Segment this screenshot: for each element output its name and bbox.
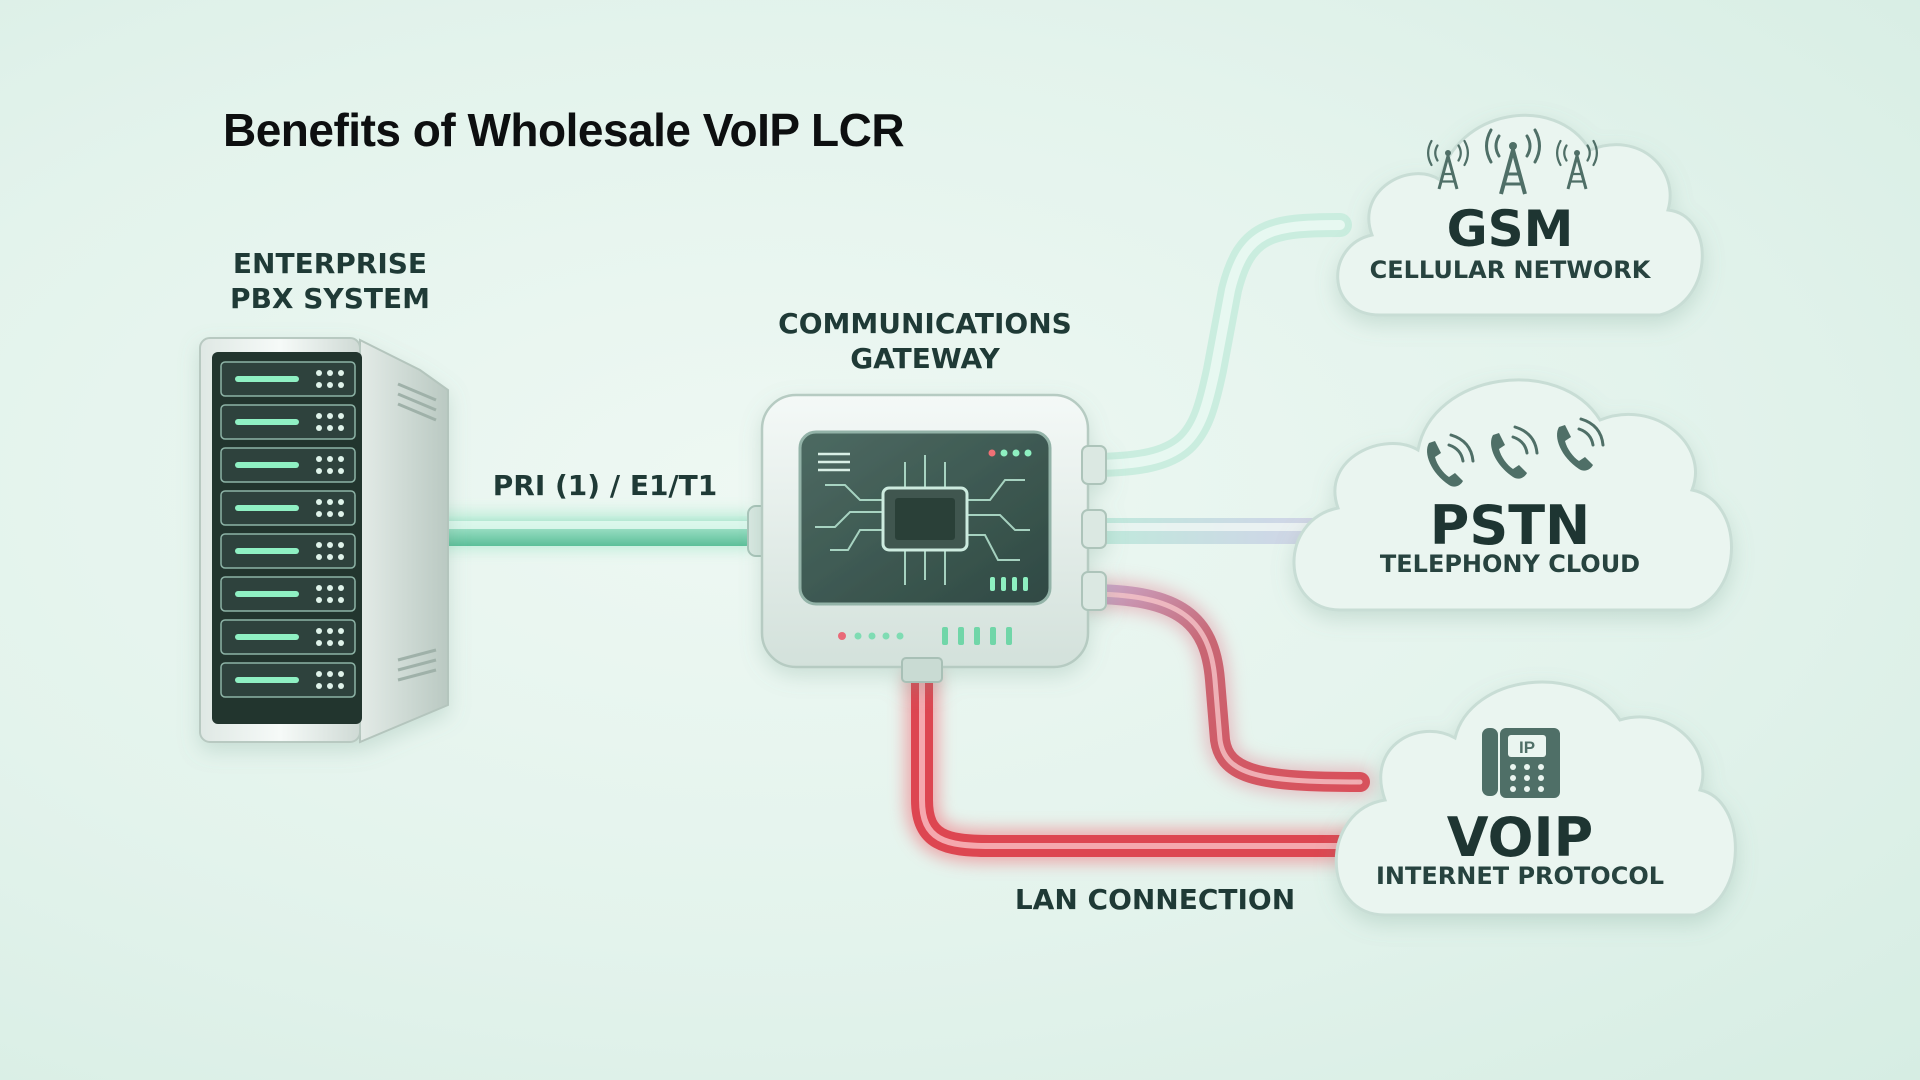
pbx-label-line-1: ENTERPRISE [232,247,428,280]
gateway-label: COMMUNICATIONS GATEWAY [740,306,1110,376]
gateway-label-line-1: COMMUNICATIONS [778,307,1072,340]
cable-gsm [1078,213,1352,477]
pstn-cloud [1292,378,1733,612]
ip-phone-icon: IP [1482,728,1560,798]
pstn-subtitle: TELEPHONY CLOUD [1379,550,1641,578]
pbx-label-line-2: PBX SYSTEM [230,282,430,315]
circuit-chip-icon [798,430,1052,606]
voip-subtitle: INTERNET PROTOCOL [1375,862,1665,890]
ip-phone-icon-label: IP [1519,738,1535,757]
cable-voip-red [1073,579,1375,797]
gateway-device [760,393,1107,683]
gateway-label-line-2: GATEWAY [850,342,1000,375]
lan-link-label: LAN CONNECTION [1014,883,1296,916]
cable-pri [411,505,773,557]
pri-link-label: PRI (1) / E1/T1 [492,469,718,502]
voip-cloud [1334,680,1737,917]
cable-lan [905,663,1377,863]
server-rack-icon [199,337,449,744]
gsm-title: GSM [1446,200,1574,258]
gsm-subtitle: CELLULAR NETWORK [1369,256,1651,284]
voip-title: VOIP [1446,806,1594,869]
gsm-cloud [1336,114,1704,317]
page-title: Benefits of Wholesale VoIP LCR [223,104,905,156]
pstn-title: PSTN [1429,494,1591,557]
pbx-label: ENTERPRISE PBX SYSTEM [210,246,450,316]
